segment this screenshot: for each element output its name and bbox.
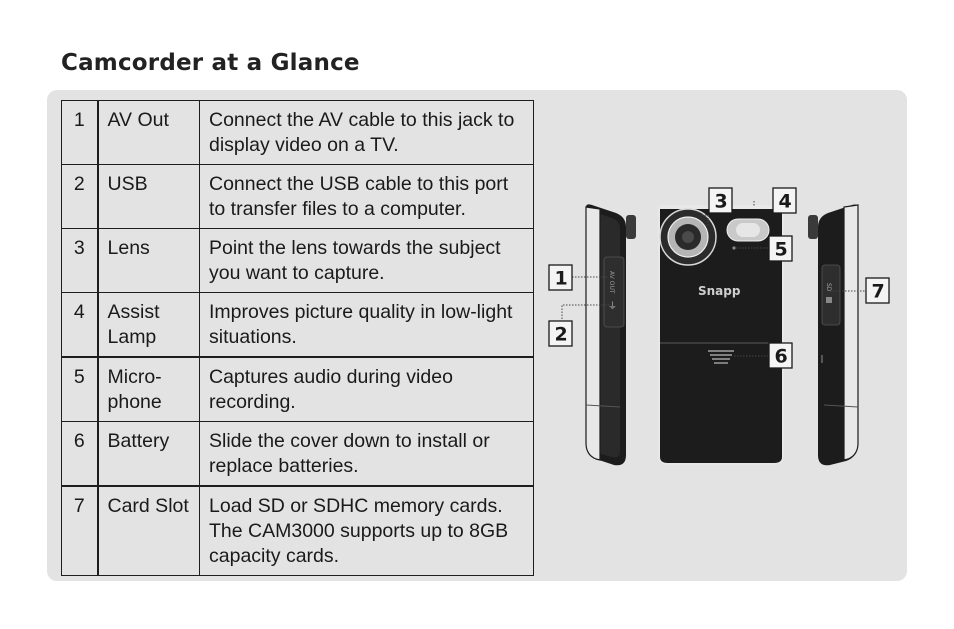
camcorder-right-side: SD [808,204,859,466]
svg-text:SD: SD [825,283,832,292]
callout-4: 4 [772,187,797,214]
part-name: Lens [97,228,200,293]
svg-text:6: 6 [775,346,788,368]
callout-2: 2 [548,320,573,347]
part-number: 2 [61,164,99,229]
table-row: 5 Micro-phone Captures audio during vide… [61,356,534,422]
page-title: Camcorder at a Glance [61,50,360,76]
svg-text:1: 1 [555,268,568,290]
svg-text:4: 4 [779,191,792,213]
table-row: 6 Battery Slide the cover down to instal… [61,421,534,487]
table-row: 7 Card Slot Load SD or SDHC memory cards… [61,485,534,576]
svg-text:2: 2 [555,324,568,346]
part-name: Micro-phone [97,356,200,422]
parts-table: 1 AV Out Connect the AV cable to this ja… [61,100,534,576]
usb-icon: ⏚ [608,301,617,312]
part-description: Connect the AV cable to this jack to dis… [199,100,534,165]
part-name: Battery [97,421,200,487]
part-name: Card Slot [97,485,200,576]
part-number: 7 [61,485,99,576]
part-number: 6 [61,421,99,487]
svg-text:AV OUT: AV OUT [608,271,615,294]
part-name: Assist Lamp [97,292,200,358]
camcorder-left-side: AV OUT ⏚ [585,204,636,466]
callout-3: 3 [708,187,733,214]
camcorder-illustration: AV OUT ⏚ Snapp [546,185,900,475]
svg-text:3: 3 [715,191,728,213]
svg-text:7: 7 [872,281,885,303]
table-row: 1 AV Out Connect the AV cable to this ja… [61,100,534,165]
brand-logo: Snapp [698,284,741,298]
part-number: 5 [61,356,99,422]
svg-text:5: 5 [775,239,788,261]
callout-leaders [561,201,866,357]
callout-5: 5 [768,235,793,262]
part-description: Improves picture quality in low-light si… [199,292,534,358]
part-description: Slide the cover down to install or repla… [199,421,534,487]
part-description: Captures audio during video recording. [199,356,534,422]
camcorder-front: Snapp [658,205,784,465]
part-number: 1 [61,100,99,165]
part-description: Point the lens towards the subject you w… [199,228,534,293]
part-description: Connect the USB cable to this port to tr… [199,164,534,229]
callout-6: 6 [768,342,793,369]
table-row: 4 Assist Lamp Improves picture quality i… [61,292,534,358]
part-number: 3 [61,228,99,293]
callout-1: 1 [548,264,573,291]
callout-7: 7 [865,277,890,304]
battery-cover-grip [708,350,734,364]
table-row: 2 USB Connect the USB cable to this port… [61,164,534,229]
part-name: AV Out [97,100,200,165]
part-number: 4 [61,292,99,358]
part-description: Load SD or SDHC memory cards. The CAM300… [199,485,534,576]
part-name: USB [97,164,200,229]
table-row: 3 Lens Point the lens towards the subjec… [61,228,534,293]
